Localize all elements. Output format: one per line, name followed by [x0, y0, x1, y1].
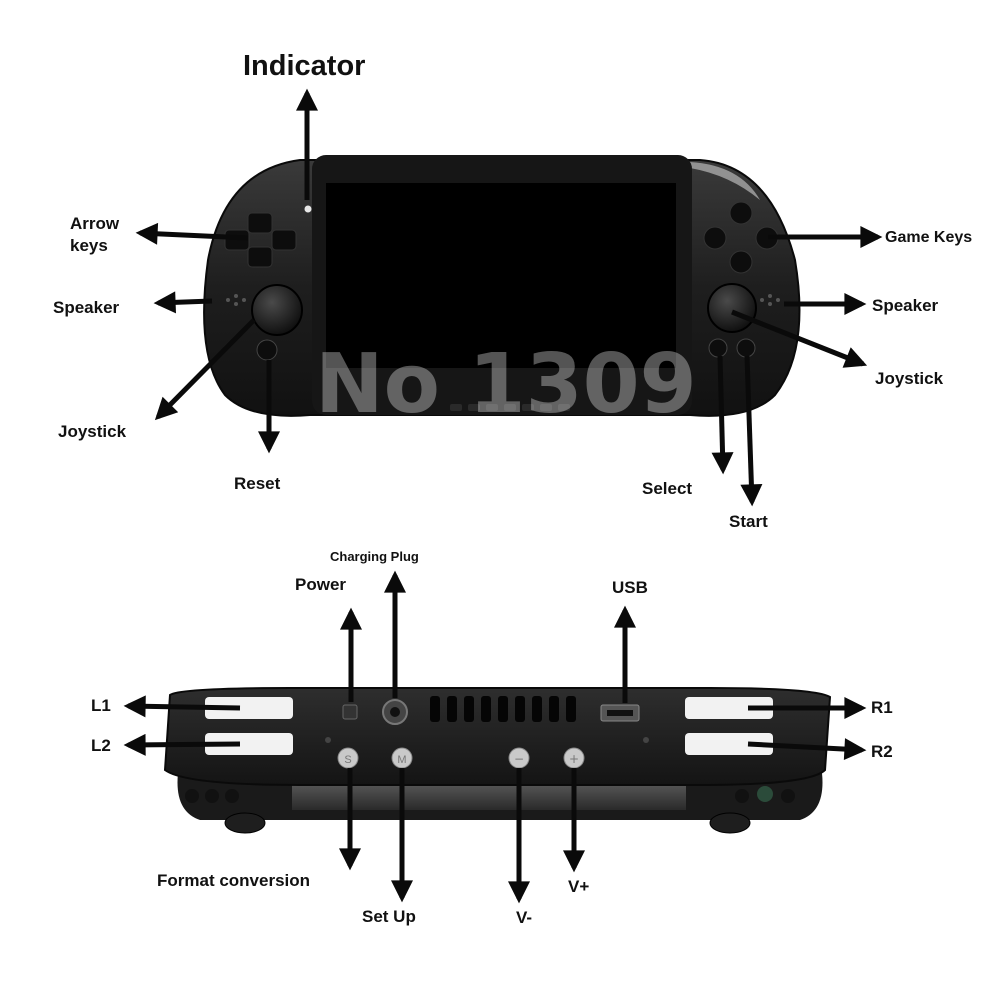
arrow-keys-arrow: [135, 222, 249, 245]
label-r2: R2: [871, 742, 893, 761]
plus-button-glyph: +: [569, 752, 579, 766]
usb-port-slot: [607, 710, 633, 716]
label-indicator: Indicator: [243, 50, 365, 82]
left-dpad-edge: [185, 789, 239, 803]
label-format-conversion: Format conversion: [157, 871, 310, 890]
s-button-glyph: S: [344, 754, 351, 766]
left-joystick-bottom: [224, 812, 266, 834]
label-set-up: Set Up: [362, 907, 416, 926]
m-button-glyph: M: [397, 754, 406, 766]
top-callouts: [123, 570, 867, 904]
l1-button[interactable]: [205, 697, 293, 719]
watermark: No 1309: [315, 337, 697, 432]
l2-arrow: [123, 733, 241, 756]
screw-right: [643, 737, 649, 743]
s-button[interactable]: S: [337, 747, 359, 769]
label-charging-plug: Charging Plug: [330, 549, 419, 564]
screen: [326, 183, 676, 368]
front-view: No 1309: [203, 155, 801, 432]
select-button[interactable]: [708, 338, 728, 358]
label-l1: L1: [91, 696, 111, 715]
charging-port-hole: [390, 707, 400, 717]
arrow-keys-dpad[interactable]: [224, 212, 297, 268]
start-arrow: [740, 355, 763, 507]
body-highlight: [690, 162, 760, 200]
select-arrow: [711, 355, 734, 475]
l1-arrow: [123, 695, 241, 718]
label-joystick-left: Joystick: [58, 422, 127, 441]
minus-button[interactable]: −: [508, 747, 530, 769]
label-v-plus: V+: [568, 877, 589, 896]
front-labels: Indicator Arrow keys Speaker Joystick Re…: [53, 50, 972, 531]
top-view: S M − +: [163, 687, 832, 834]
minus-button-glyph: −: [514, 752, 524, 766]
left-joystick[interactable]: [251, 284, 303, 336]
start-button[interactable]: [736, 338, 756, 358]
label-speaker-left: Speaker: [53, 298, 120, 317]
right-joystick[interactable]: [707, 283, 757, 333]
reset-button[interactable]: [256, 339, 278, 361]
label-start: Start: [729, 512, 768, 531]
joystick-left-arrow: [154, 318, 256, 421]
plus-button[interactable]: +: [563, 747, 585, 769]
r2-button[interactable]: [685, 733, 773, 755]
screw-left: [325, 737, 331, 743]
top-vent: [430, 696, 576, 722]
right-keys-edge: [735, 786, 795, 803]
label-l2: L2: [91, 736, 111, 755]
label-arrow-keys-line1: Arrow: [70, 214, 120, 233]
joystick-right-arrow: [731, 309, 868, 368]
label-r1: R1: [871, 698, 893, 717]
r1-button[interactable]: [685, 697, 773, 719]
label-arrow-keys-line2: keys: [70, 236, 108, 255]
label-joystick-right: Joystick: [875, 369, 944, 388]
label-power: Power: [295, 575, 346, 594]
label-speaker-right: Speaker: [872, 296, 939, 315]
m-button[interactable]: M: [391, 747, 413, 769]
label-reset: Reset: [234, 474, 281, 493]
speaker-left-arrow: [153, 291, 213, 314]
label-v-minus: V-: [516, 908, 532, 927]
r2-arrow: [747, 738, 867, 761]
l2-button[interactable]: [205, 733, 293, 755]
left-speaker-holes: [226, 294, 246, 306]
top-labels: Charging Plug Power USB L1 L2 R1 R2 Form…: [91, 549, 893, 927]
front-callouts: [135, 88, 883, 507]
label-game-keys: Game Keys: [885, 229, 972, 246]
power-switch[interactable]: [342, 704, 358, 720]
right-joystick-bottom: [709, 812, 751, 834]
bottom-grille: [450, 404, 570, 411]
indicator-light: [304, 205, 312, 213]
device-body-top: [163, 687, 832, 786]
right-speaker-holes: [760, 294, 780, 306]
label-select: Select: [642, 479, 692, 498]
game-keys[interactable]: [703, 201, 779, 274]
label-usb: USB: [612, 578, 648, 597]
